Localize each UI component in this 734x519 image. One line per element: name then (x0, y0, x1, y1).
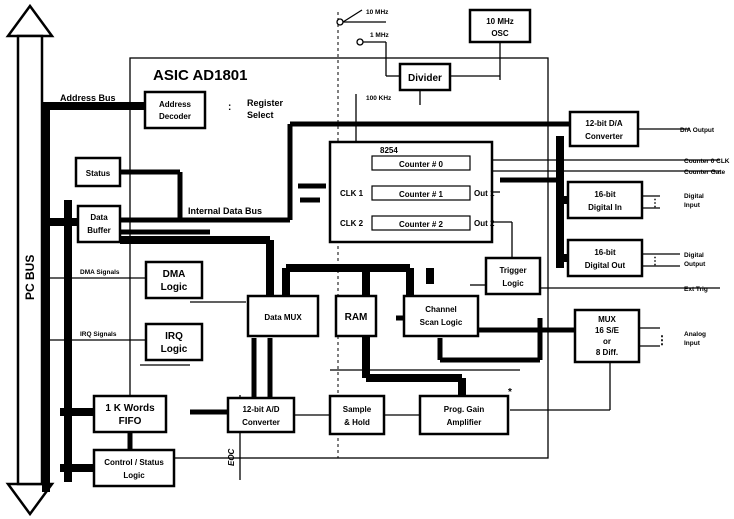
dac-block: 12-bit D/A Converter (568, 110, 640, 148)
counter-gate-label: Counter Gate (684, 169, 726, 176)
svg-text:OSC: OSC (491, 29, 509, 38)
svg-text:Sample: Sample (343, 405, 372, 414)
digital-out-block: 16-bit Digital Out (566, 238, 644, 278)
data-buffer-block: Data Buffer (76, 204, 122, 244)
svg-text:Channel: Channel (425, 305, 457, 314)
digital-input-label-2: Input (684, 202, 701, 209)
control-status-block: Control / Status Logic (92, 448, 176, 488)
internal-data-bus-label: Internal Data Bus (188, 206, 262, 216)
svg-text:Logic: Logic (502, 279, 524, 288)
svg-text:Trigger: Trigger (499, 266, 526, 275)
svg-text:Data MUX: Data MUX (264, 313, 302, 322)
digital-output-label-1: Digital (684, 252, 704, 259)
svg-text:Converter: Converter (585, 132, 623, 141)
switch-10mhz-contact (336, 18, 344, 26)
address-decoder-block: Address Decoder (143, 90, 207, 130)
digital-output-label-2: Output (684, 261, 706, 268)
svg-text:8 Diff.: 8 Diff. (596, 348, 618, 357)
osc-block: 10 MHz OSC (468, 8, 532, 44)
pc-bus-label: PC BUS (23, 255, 37, 300)
digital-out-dots: ⋮ (650, 256, 660, 267)
dma-signals-label: DMA Signals (80, 269, 120, 276)
register-select-line1: Register (247, 98, 284, 108)
svg-text:Amplifier: Amplifier (447, 418, 482, 427)
svg-text:RAM: RAM (345, 312, 368, 323)
address-bus-label: Address Bus (60, 93, 116, 103)
pga-block: Prog. Gain Amplifier (418, 394, 510, 436)
analog-input-label-2: Input (684, 340, 701, 347)
svg-text:Logic: Logic (161, 282, 188, 293)
svg-text:16-bit: 16-bit (594, 248, 616, 257)
counter-8254-block: 8254 Counter # 0 Counter # 1 Counter # 2… (328, 140, 495, 244)
divider-block: Divider (398, 62, 452, 92)
analog-in-dots: ⋮ (656, 333, 668, 347)
clk-100khz-label: 100 KHz (366, 95, 392, 102)
svg-text:Counter # 0: Counter # 0 (399, 160, 444, 169)
svg-text:Scan Logic: Scan Logic (420, 318, 463, 327)
asic-title: ASIC AD1801 (153, 67, 247, 84)
mux-block: MUX 16 S/E or 8 Diff. (573, 308, 641, 364)
svg-text:Data: Data (90, 213, 108, 222)
svg-text:Logic: Logic (161, 344, 188, 355)
data-mux-block: Data MUX (246, 294, 320, 338)
svg-text:Prog. Gain: Prog. Gain (444, 405, 485, 414)
asterisk-note: * (508, 387, 512, 398)
svg-text:Buffer: Buffer (87, 226, 111, 235)
svg-text:MUX: MUX (598, 315, 616, 324)
irq-signals-label: IRQ Signals (80, 331, 117, 338)
svg-text:& Hold: & Hold (344, 418, 370, 427)
svg-text:Address: Address (159, 100, 192, 109)
svg-text:CLK 1: CLK 1 (340, 189, 364, 198)
svg-text:DMA: DMA (163, 269, 186, 280)
svg-text:1 K Words: 1 K Words (105, 403, 155, 414)
svg-text:Digital Out: Digital Out (585, 261, 626, 270)
counter0-clk-label: Counter 0 CLK (684, 158, 730, 165)
svg-text:CLK 2: CLK 2 (340, 219, 364, 228)
pc-bus-arrow (5, 3, 55, 517)
clk-10mhz-label: 10 MHz (366, 9, 389, 16)
switch-1mhz-contact (356, 38, 364, 46)
irq-logic-block: IRQ Logic (144, 322, 204, 362)
ram-block: RAM (334, 294, 378, 338)
svg-text:Out 2: Out 2 (474, 219, 495, 228)
sample-hold-block: Sample & Hold (328, 394, 386, 436)
svg-text:16 S/E: 16 S/E (595, 326, 620, 335)
svg-text:16-bit: 16-bit (594, 190, 616, 199)
clk-1mhz-label: 1 MHz (370, 32, 390, 39)
svg-text:Logic: Logic (123, 471, 145, 480)
svg-text:or: or (603, 337, 611, 346)
svg-text:Control / Status: Control / Status (104, 458, 164, 467)
channel-scan-block: Channel Scan Logic (402, 294, 480, 338)
ext-trig-label: Ext Trig (684, 286, 708, 293)
eoc-label: EOC (227, 448, 236, 466)
analog-input-label-1: Analog (684, 331, 706, 338)
register-select-line2: Select (247, 110, 274, 120)
asic-boundary (129, 57, 549, 459)
svg-text:8254: 8254 (380, 146, 398, 155)
status-block: Status (74, 156, 122, 188)
da-output-label: D/A Output (680, 127, 715, 134)
svg-text:IRQ: IRQ (165, 331, 183, 342)
svg-text:12-bit A/D: 12-bit A/D (242, 405, 279, 414)
svg-text:Divider: Divider (408, 73, 442, 84)
register-select-dots: : (228, 102, 231, 113)
svg-text:FIFO: FIFO (119, 416, 142, 427)
svg-text:Converter: Converter (242, 418, 280, 427)
dma-logic-block: DMA Logic (144, 260, 204, 300)
trigger-logic-block: Trigger Logic (484, 256, 542, 296)
fifo-block: 1 K Words FIFO (92, 394, 168, 434)
digital-in-block: 16-bit Digital In (566, 180, 644, 220)
svg-text:Decoder: Decoder (159, 112, 191, 121)
svg-text:12-bit D/A: 12-bit D/A (585, 119, 623, 128)
adc-block: 12-bit A/D Converter (226, 396, 296, 434)
digital-in-dots: ⋮ (650, 198, 660, 209)
svg-text:Digital In: Digital In (588, 203, 622, 212)
svg-text:Status: Status (86, 169, 111, 178)
svg-text:10 MHz: 10 MHz (486, 17, 514, 26)
digital-input-label-1: Digital (684, 193, 704, 200)
svg-text:Out 1: Out 1 (474, 189, 495, 198)
svg-text:Counter # 1: Counter # 1 (399, 190, 444, 199)
svg-text:Counter # 2: Counter # 2 (399, 220, 444, 229)
